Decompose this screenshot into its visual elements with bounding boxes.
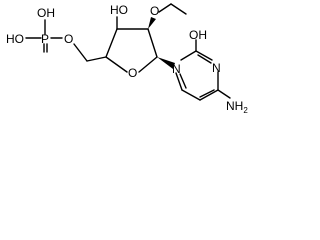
bond-c1-c2 xyxy=(147,28,158,58)
ring-oxygen-label: O xyxy=(128,66,137,80)
amino-label: NH2 xyxy=(226,99,248,115)
ethoxy-oxygen-label: O xyxy=(150,4,159,18)
bond-c4-c5 xyxy=(199,89,219,101)
bond-c6-n1 xyxy=(175,72,183,91)
bond-c3-c4 xyxy=(105,28,118,58)
bond-c4-nh2 xyxy=(217,89,231,99)
bond-c4-c5-double xyxy=(199,89,215,98)
bond-ethyl-ch3 xyxy=(170,3,187,15)
ribose-ring xyxy=(105,3,187,73)
amino-label-main: NH xyxy=(226,99,243,113)
ring-hydroxyl-label: HO xyxy=(110,3,128,17)
base-n1-label: N xyxy=(172,62,181,76)
wedge-c2-o xyxy=(148,17,156,29)
bond-c6-n1-double xyxy=(179,73,187,89)
wedge-c1-n1 xyxy=(157,57,175,69)
amino-label-subscript: 2 xyxy=(243,106,248,115)
bond-o-ch2-ethyl xyxy=(158,3,172,13)
chemical-structure: OH P HO O HO O O N OH N NH2 xyxy=(6,3,248,115)
bond-ch2-c4 xyxy=(86,56,107,62)
base-ring xyxy=(175,39,231,101)
bond-c2-n3-double xyxy=(197,54,212,64)
bond-c2-n3 xyxy=(195,50,213,61)
bond-o4-c1 xyxy=(138,56,158,73)
base-n3-label: N xyxy=(212,61,221,75)
bond-c4-o4 xyxy=(105,56,128,73)
phosphate-p-label: P xyxy=(41,32,49,46)
bond-c5-c6 xyxy=(181,89,201,101)
phosphate-bonds xyxy=(25,19,107,62)
phosphate-o-bridge-label: O xyxy=(64,32,73,46)
bond-n1-c2 xyxy=(180,50,197,61)
bond-o-ch2 xyxy=(73,43,88,62)
phosphate-oh-top-label: OH xyxy=(37,6,55,20)
base-oh-label: OH xyxy=(189,28,207,42)
phosphate-oh-left-label: HO xyxy=(6,32,24,46)
